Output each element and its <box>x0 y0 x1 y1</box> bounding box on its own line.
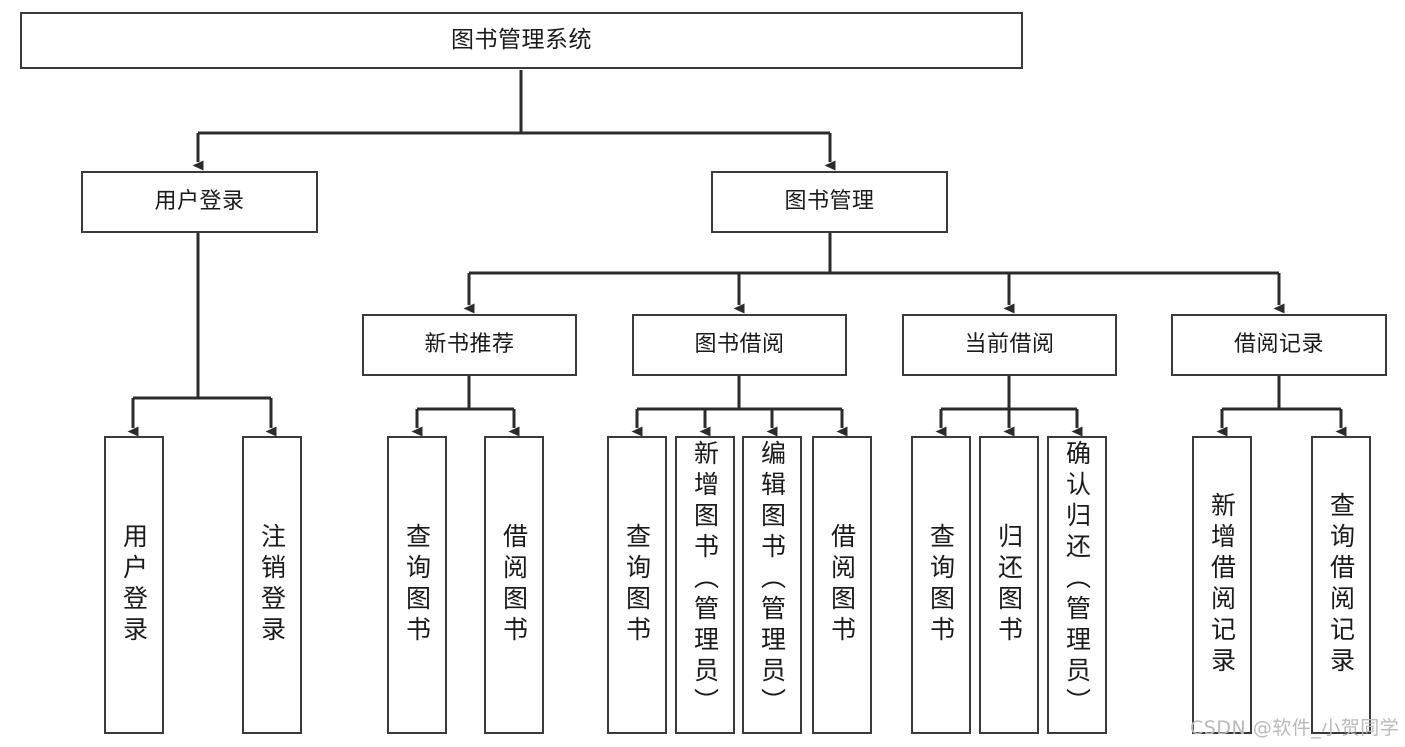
node-leaf-borrow-book-rec-label: 借阅图书 <box>499 523 529 647</box>
node-leaf-query-book-bb-label: 查询图书 <box>622 523 652 647</box>
node-leaf-user-logout[interactable]: 注销登录 <box>242 436 302 734</box>
node-leaf-query-record[interactable]: 查询借阅记录 <box>1311 436 1371 734</box>
node-leaf-add-record[interactable]: 新增借阅记录 <box>1192 436 1252 734</box>
watermark: CSDN @软件_小贺同学 <box>1190 717 1400 739</box>
node-book-borrow-label: 图书借阅 <box>694 332 785 358</box>
node-leaf-query-book-cb-label: 查询图书 <box>926 523 956 647</box>
node-leaf-return-book-label: 归还图书 <box>994 523 1024 647</box>
node-leaf-query-record-label: 查询借阅记录 <box>1326 492 1356 678</box>
node-borrow-record[interactable]: 借阅记录 <box>1171 314 1387 376</box>
node-root-label: 图书管理系统 <box>451 26 592 53</box>
node-leaf-user-logout-label: 注销登录 <box>257 523 287 647</box>
node-user-login-label: 用户登录 <box>154 189 245 215</box>
node-leaf-add-record-label: 新增借阅记录 <box>1207 492 1237 678</box>
node-book-manage[interactable]: 图书管理 <box>711 171 948 233</box>
node-new-book-rec-label: 新书推荐 <box>424 332 515 358</box>
node-leaf-edit-book[interactable]: 编辑图书（管理员） <box>742 436 802 734</box>
node-leaf-borrow-book-bb[interactable]: 借阅图书 <box>812 436 872 734</box>
node-leaf-query-book-cb[interactable]: 查询图书 <box>911 436 971 734</box>
node-book-manage-label: 图书管理 <box>784 189 875 215</box>
node-leaf-borrow-book-rec[interactable]: 借阅图书 <box>484 436 544 734</box>
node-leaf-add-book[interactable]: 新增图书（管理员） <box>675 436 735 734</box>
node-current-borrow-label: 当前借阅 <box>964 332 1055 358</box>
node-leaf-user-login[interactable]: 用户登录 <box>104 436 164 734</box>
node-leaf-return-book[interactable]: 归还图书 <box>979 436 1039 734</box>
node-leaf-query-book-bb[interactable]: 查询图书 <box>607 436 667 734</box>
node-root[interactable]: 图书管理系统 <box>20 12 1023 69</box>
node-borrow-record-label: 借阅记录 <box>1233 332 1324 358</box>
node-new-book-rec[interactable]: 新书推荐 <box>362 314 577 376</box>
node-leaf-query-book-rec[interactable]: 查询图书 <box>387 436 447 734</box>
node-leaf-borrow-book-bb-label: 借阅图书 <box>827 523 857 647</box>
node-current-borrow[interactable]: 当前借阅 <box>902 314 1117 376</box>
node-leaf-user-login-label: 用户登录 <box>119 523 149 647</box>
node-leaf-confirm-return[interactable]: 确认归还（管理员） <box>1047 436 1107 734</box>
node-leaf-confirm-return-label: 确认归还（管理员） <box>1062 440 1092 719</box>
node-leaf-query-book-rec-label: 查询图书 <box>402 523 432 647</box>
node-leaf-add-book-label: 新增图书（管理员） <box>690 440 720 719</box>
node-user-login[interactable]: 用户登录 <box>81 171 318 233</box>
node-book-borrow[interactable]: 图书借阅 <box>632 314 847 376</box>
node-leaf-edit-book-label: 编辑图书（管理员） <box>757 440 787 719</box>
